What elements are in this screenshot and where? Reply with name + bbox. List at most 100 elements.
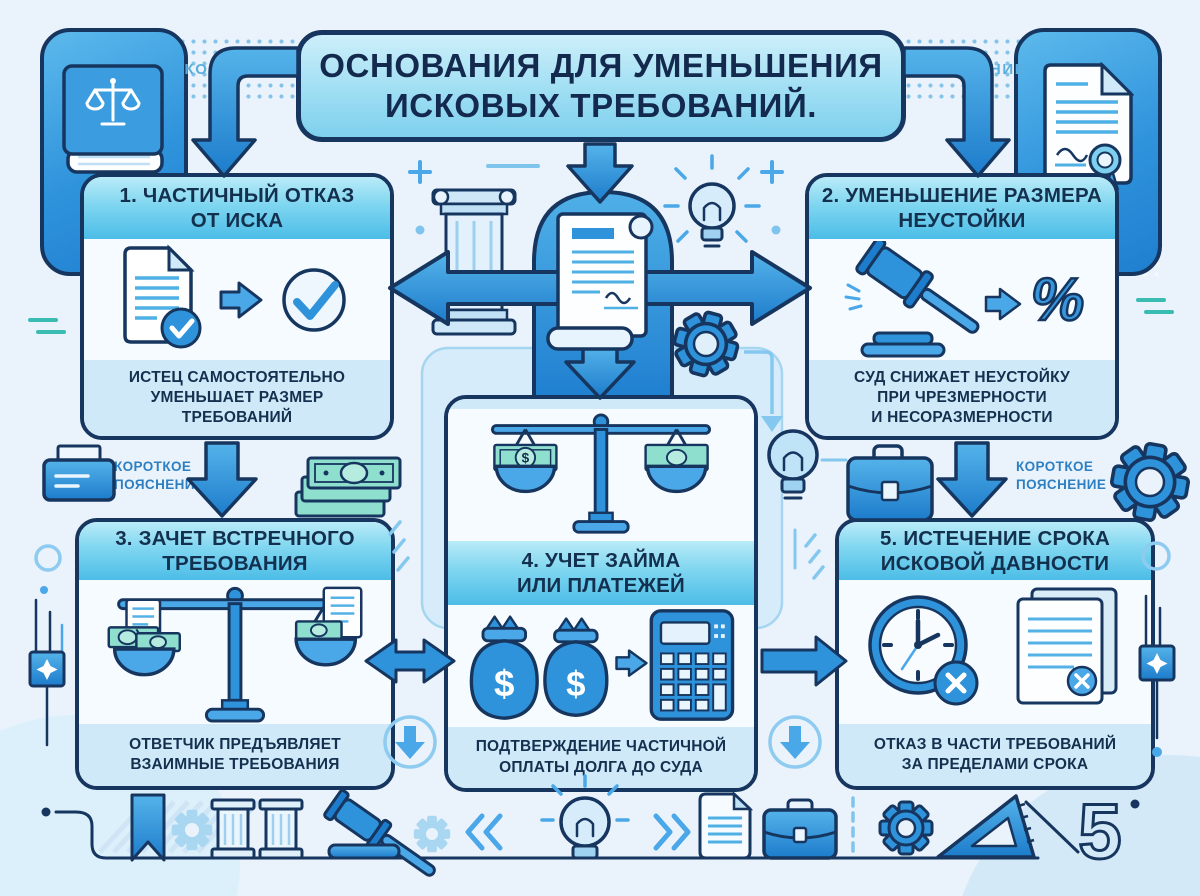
arrow-center-to-box4 — [564, 344, 636, 400]
money-stack-icon — [294, 456, 402, 518]
circled-down-arrow — [768, 715, 822, 769]
box2-desc-line-1: СУД СНИЖАЕТ НЕУСТОЙКУ — [854, 368, 1070, 386]
flow-box-1-partial-claim-waiver: 1. ЧАСТИЧНЫЙ ОТКАЗ ОТ ИСКА ИСТЕЦ САМОСТО… — [80, 173, 394, 440]
box1-description: ИСТЕЦ САМОСТОЯТЕЛЬНО УМЕНЬШАЕТ РАЗМЕР ТР… — [84, 360, 390, 436]
box2-header: 2. УМЕНЬШЕНИЕ РАЗМЕРА НЕУСТОЙКИ — [809, 177, 1115, 239]
lightbulb-icon — [767, 429, 819, 500]
gear-icon — [1104, 436, 1196, 528]
lightbulb-icon — [663, 154, 761, 248]
gavel-icon — [844, 240, 1022, 357]
box1-desc-line-1: ИСТЕЦ САМОСТОЯТЕЛЬНО — [128, 368, 346, 386]
document-icon — [698, 791, 754, 860]
box3-header: 3. ЗАЧЕТ ВСТРЕЧНОГО ТРЕБОВАНИЯ — [79, 522, 391, 580]
diagonal-dashes — [804, 533, 825, 580]
box5-illustration — [839, 580, 1151, 724]
box2-desc-line-2: ПРИ ЧРЕЗМЕРНОСТИ — [877, 388, 1047, 406]
briefcase-icon — [762, 798, 838, 860]
page-title-line-2: ИСКОВЫХ ТРЕБОВАНИЙ. — [384, 87, 818, 124]
box4-title-line-2: ИЛИ ПЛАТЕЖЕЙ — [517, 574, 685, 597]
gear-icon — [878, 800, 934, 856]
document-check-icon — [123, 243, 346, 348]
box1-header: 1. ЧАСТИЧНЫЙ ОТКАЗ ОТ ИСКА — [84, 177, 390, 239]
box2-illustration: % — [809, 239, 1115, 360]
flow-box-2-penalty-reduction: 2. УМЕНЬШЕНИЕ РАЗМЕРА НЕУСТОЙКИ % СУД СН… — [805, 173, 1119, 440]
box3-description: ОТВЕТЧИК ПРЕДЪЯВЛЯЕТ ВЗАИМНЫЕ ТРЕБОВАНИЯ — [79, 724, 391, 786]
printer-icon — [42, 444, 116, 502]
box1-desc-line-3: ТРЕБОВАНИЙ — [181, 409, 293, 427]
side-note-left-line-2: ПОЯСНЕНИЕ — [114, 477, 205, 493]
plus-icon — [408, 160, 432, 184]
box2-description: СУД СНИЖАЕТ НЕУСТОЙКУ ПРИ ЧРЕЗМЕРНОСТИ И… — [809, 360, 1115, 436]
side-note-right-line-1: КОРОТКОЕ — [1016, 459, 1094, 474]
arrow-right-icon — [984, 287, 1022, 320]
sparkle-square-icon — [28, 650, 66, 688]
box4-money-illustration: $ $ — [448, 605, 754, 727]
flow-box-4-loan-payments-accounting: $ 4. УЧЕТ ЗАЙМА ИЛИ ПЛАТЕЖЕЙ $ — [444, 395, 758, 792]
scales-money-documents-icon — [107, 586, 363, 723]
clock-deadline-icon — [868, 587, 1118, 706]
side-note-left: КОРОТКОЕ ПОЯСНЕНИЕ — [114, 458, 226, 494]
gavel-icon — [323, 789, 436, 877]
checkmark-circle-icon — [282, 267, 346, 332]
label-top-left: КОРОТКОЕ — [184, 61, 280, 78]
box4-title-line-1: 4. УЧЕТ ЗАЙМА — [521, 548, 681, 572]
box5-header: 5. ИСТЕЧЕНИЕ СРОКА ИСКОВОЙ ДАВНОСТИ — [839, 522, 1151, 580]
box3-title-line-2: ТРЕБОВАНИЯ — [162, 552, 308, 575]
briefcase-icon — [846, 444, 934, 522]
side-note-left-line-1: КОРОТКОЕ — [114, 459, 192, 474]
left-pan — [107, 598, 182, 677]
box1-title-line-1: 1. ЧАСТИЧНЫЙ ОТКАЗ — [119, 183, 355, 207]
law-book-icon — [62, 64, 164, 174]
side-note-right-line-2: ПОЯСНЕНИЕ — [1016, 477, 1107, 493]
money-bag-icon: $ — [543, 617, 609, 718]
column-icon — [431, 188, 517, 336]
column-icon — [258, 798, 304, 860]
arrow-box2-to-box5 — [936, 441, 1008, 518]
box4-header: 4. УЧЕТ ЗАЙМА ИЛИ ПЛАТЕЖЕЙ — [448, 541, 754, 605]
arrow-right-icon — [219, 281, 263, 318]
box2-title-line-1: 2. УМЕНЬШЕНИЕ РАЗМЕРА — [821, 183, 1103, 207]
box3-title-line-1: 3. ЗАЧЕТ ВСТРЕЧНОГО — [115, 526, 355, 550]
box2-title-line-2: НЕУСТОЙКИ — [898, 209, 1026, 232]
box3-illustration — [79, 580, 391, 724]
box5-title-line-2: ИСКОВОЙ ДАВНОСТИ — [880, 552, 1110, 575]
box3-desc-line-1: ОТВЕТЧИК ПРЕДЪЯВЛЯЕТ — [129, 735, 341, 753]
box4-top-strip — [448, 399, 754, 409]
rejected-documents-icon — [1016, 587, 1118, 705]
page-title: ОСНОВАНИЯ ДЛЯ УМЕНЬШЕНИЯ ИСКОВЫХ ТРЕБОВА… — [296, 30, 906, 142]
box4-description: ПОДТВЕРЖДЕНИЕ ЧАСТИЧНОЙ ОПЛАТЫ ДОЛГА ДО … — [448, 727, 754, 788]
teal-dashes — [1136, 298, 1174, 314]
box5-desc-line-1: ОТКАЗ В ЧАСТИ ТРЕБОВАНИЙ — [873, 735, 1117, 753]
box5-description: ОТКАЗ В ЧАСТИ ТРЕБОВАНИЙ ЗА ПРЕДЕЛАМИ СР… — [839, 724, 1151, 786]
percent-icon: % — [1030, 265, 1086, 335]
dollar-glyph-bag-2: $ — [566, 665, 585, 704]
side-note-right: КОРОТКОЕ ПОЯСНЕНИЕ — [1016, 458, 1116, 494]
gear-icon — [665, 303, 747, 385]
chevrons-right-icon — [653, 813, 691, 851]
dollar-glyph-bag-1: $ — [494, 663, 514, 704]
money-bags-icon: $ $ — [469, 609, 735, 721]
box5-desc-line-2: ЗА ПРЕДЕЛАМИ СРОКА — [901, 756, 1089, 773]
chevrons-left-icon — [465, 813, 503, 851]
money-bag-icon: $ — [469, 615, 539, 720]
central-arch-shape — [532, 189, 674, 402]
box2-desc-line-3: И НЕСОРАЗМЕРНОСТИ — [871, 409, 1053, 427]
box4-scales-illustration: $ — [448, 409, 754, 541]
box4-desc-line-2: ОПЛАТЫ ДОЛГА ДО СУДА — [499, 758, 703, 776]
box4-desc-line-1: ПОДТВЕРЖДЕНИЕ ЧАСТИЧНОЙ — [475, 738, 727, 756]
arrow-title-to-center — [566, 142, 634, 204]
plus-icon — [760, 160, 784, 184]
flow-box-5-limitation-period: 5. ИСТЕЧЕНИЕ СРОКА ИСКОВОЙ ДАВНОСТИ — [835, 518, 1155, 790]
calculator-icon — [649, 609, 735, 721]
box1-illustration — [84, 239, 390, 360]
circle-outline — [34, 544, 62, 572]
label-top-right: ПОЯСНЕНИЕ — [915, 61, 1027, 78]
box3-desc-line-2: ВЗАИМНЫЕ ТРЕБОВАНИЯ — [130, 756, 340, 773]
scroll-icon — [546, 212, 654, 351]
gear-icon — [413, 815, 451, 853]
page-title-line-1: ОСНОВАНИЯ ДЛЯ УМЕНЬШЕНИЯ — [319, 46, 883, 84]
dollar-glyph-scales: $ — [522, 450, 530, 465]
double-arrow-center-horizontal — [388, 250, 812, 326]
box1-desc-line-2: УМЕНЬШАЕТ РАЗМЕР — [150, 388, 324, 406]
